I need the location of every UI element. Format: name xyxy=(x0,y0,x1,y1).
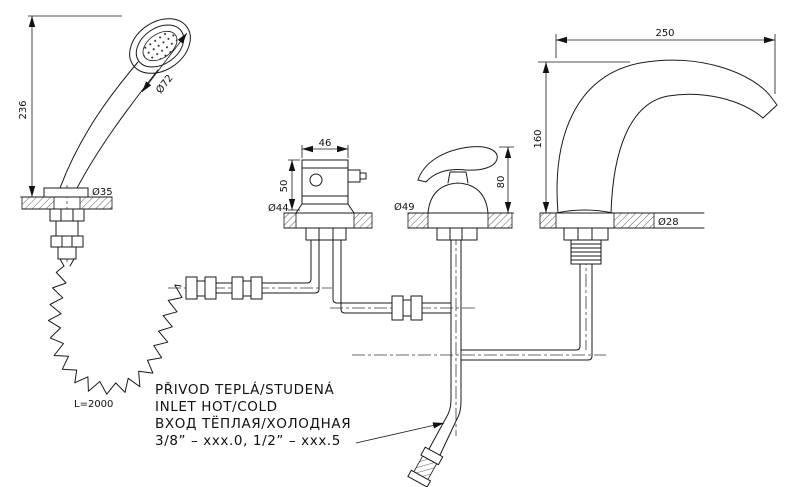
hand-shower-assembly xyxy=(21,18,191,395)
hose-connectors xyxy=(185,276,423,321)
spout-locknut xyxy=(563,227,609,241)
spout-thread-lines xyxy=(570,243,602,261)
dim-label-d44: Ø44 xyxy=(268,202,289,214)
centerlines xyxy=(66,185,606,436)
pipework xyxy=(215,239,593,487)
dim-label-250: 250 xyxy=(655,28,674,39)
dim-label-d35: Ø35 xyxy=(92,186,113,198)
dim-label-d49: Ø49 xyxy=(394,201,415,213)
mixer-body-details xyxy=(301,167,349,197)
diverter-locknut xyxy=(436,227,478,241)
note-line-2: INLET HOT/COLD xyxy=(155,399,278,415)
shower-hose-nut xyxy=(50,235,84,248)
hose-connector-a xyxy=(185,276,217,300)
mixer-locknut xyxy=(305,227,347,241)
mixer-body xyxy=(301,159,349,205)
mixer-deck-hatch-left xyxy=(283,212,297,229)
dim-label-236: 236 xyxy=(18,100,29,119)
dim-label-160: 160 xyxy=(533,129,544,148)
mixer-base-flange xyxy=(295,203,355,214)
dim-label-d72: Ø72 xyxy=(154,72,176,96)
hose-connector-b xyxy=(231,276,263,300)
shower-hose-nut-facets xyxy=(61,235,73,248)
dim-label-d28: Ø28 xyxy=(658,216,679,228)
mixer-side-stub xyxy=(347,169,361,183)
inlet-notes: PŘIVOD TEPLÁ/STUDENÁ INLET HOT/COLD ВХОД… xyxy=(155,381,445,449)
shower-handle-left-edge xyxy=(59,61,139,189)
spout-locknut-facets xyxy=(577,227,593,241)
spout-tip xyxy=(762,96,778,119)
spout-base-edge xyxy=(555,209,614,214)
mixer-side-pin xyxy=(359,172,367,180)
shower-head xyxy=(129,18,191,74)
pipe-mixer-to-diverter-inner xyxy=(332,239,452,304)
note-leader-arrow xyxy=(355,422,445,444)
mixer-locknut-facets xyxy=(318,227,334,241)
shower-deck-hatch-left xyxy=(21,196,55,210)
pipe-connector-c xyxy=(391,295,423,321)
diverter-dome xyxy=(427,182,489,214)
shower-stem-body xyxy=(55,220,79,237)
diverter-locknut-facets xyxy=(449,227,463,241)
dim-label-50: 50 xyxy=(279,180,290,193)
dim-label-46: 46 xyxy=(319,138,332,149)
spout-inner-curve xyxy=(610,93,764,214)
lever-stem xyxy=(447,171,469,184)
hose-length-label: L=2000 xyxy=(74,399,113,410)
shower-deck-hatch-right xyxy=(79,196,113,210)
diverter-deck-hatch-right xyxy=(487,212,513,229)
shower-spray-plate xyxy=(142,30,178,62)
pipe-diverter-down-right-edge xyxy=(439,239,462,456)
note-line-3: ВХОД ТЁПЛАЯ/ХОЛОДНАЯ xyxy=(155,414,351,432)
pipe-spout-outer xyxy=(460,263,593,361)
pipe-diverter-down-left-edge xyxy=(428,239,452,450)
note-line-1: PŘIVOD TEPLÁ/STUDENÁ xyxy=(155,381,334,398)
shower-locknut xyxy=(49,208,85,222)
pipe-hose-to-mixer-inner xyxy=(261,239,312,284)
pipe-spout-inner xyxy=(460,263,581,351)
shower-hose xyxy=(47,265,183,395)
dimension-spout-height: 160 xyxy=(533,61,630,213)
pipe-hose-to-mixer-outer xyxy=(261,239,320,294)
dimension-mixer-width: 46 xyxy=(301,138,349,158)
shower-base-flange xyxy=(43,187,89,198)
dimension-shower-height: 236 xyxy=(18,15,122,198)
note-line-4: 3/8” – xxx.0, 1/2” – xxx.5 xyxy=(155,433,341,449)
spout-assembly xyxy=(539,59,778,265)
spout-deck-hatch-left xyxy=(539,212,557,229)
mixer-valve xyxy=(283,159,373,241)
spout-outer-curve xyxy=(556,59,772,214)
inlet-fitting xyxy=(407,446,444,487)
shower-hose-adapter xyxy=(57,246,77,260)
lever-handle xyxy=(417,146,498,183)
ext-lines xyxy=(555,34,776,94)
diverter-assembly xyxy=(407,146,513,241)
shower-hose-cone xyxy=(59,258,75,267)
dim-label-80: 80 xyxy=(496,176,507,189)
pipe-mixer-to-diverter-outer xyxy=(340,239,452,314)
spout-deck-hatch-right xyxy=(613,212,655,229)
dimension-diverter-height: 80 xyxy=(490,146,514,214)
diverter-deck-hatch-left xyxy=(407,212,429,229)
dimension-spout-reach: 250 xyxy=(555,28,776,94)
inlet-fitting-end xyxy=(407,469,432,487)
dimension-mixer-height: 50 xyxy=(279,159,300,211)
mixer-deck-hatch-right xyxy=(353,212,373,229)
shower-locknut-facets xyxy=(60,208,74,222)
dim-line xyxy=(141,32,188,93)
mixer-cartridge-circle xyxy=(309,173,323,187)
